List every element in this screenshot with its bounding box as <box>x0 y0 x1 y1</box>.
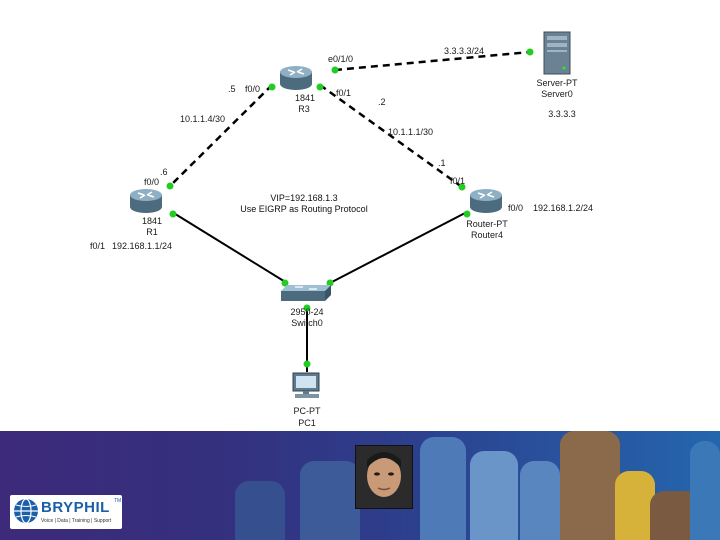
brand-tagline: Voice | Data | Training | Support <box>41 518 112 524</box>
caption-server0-ip: 3.3.3.3 <box>548 109 576 119</box>
label-r4-f0-0: f0/0 <box>508 203 524 213</box>
link-r1-switch0 <box>171 211 288 284</box>
port-dot <box>458 183 466 191</box>
label-r3-e0-1-0: e0/1/0 <box>328 54 354 64</box>
caption-pc1-name: PC1 <box>298 418 316 428</box>
caption-r3-model: 1841 <box>294 93 316 103</box>
label-r4-f0-1: f0/1 <box>450 176 466 186</box>
port-dot <box>268 83 276 91</box>
pc1-icon[interactable] <box>292 372 320 398</box>
port-dot <box>303 360 311 368</box>
router-r1-icon[interactable] <box>130 189 162 213</box>
label-net-r3-server: 3.3.3.3/24 <box>444 46 485 56</box>
caption-server0-name: Server0 <box>541 89 573 99</box>
portrait-icon <box>356 446 412 508</box>
caption-pc1-model: PC-PT <box>293 406 321 416</box>
banner-figure <box>420 437 466 540</box>
link-router4-switch0 <box>329 211 468 284</box>
port-dot <box>303 304 311 312</box>
caption-router4-name: Router4 <box>470 230 504 240</box>
port-dot <box>316 83 324 91</box>
label-r3-f0-0: f0/0 <box>245 84 261 94</box>
link-r3-router4 <box>319 83 463 189</box>
caption-router4-model: Router-PT <box>466 219 508 229</box>
caption-switch0-model: 2950-24 <box>290 307 324 317</box>
banner-figure <box>235 481 285 540</box>
banner-figure <box>690 441 720 540</box>
label-r1-host-6: .6 <box>160 167 168 177</box>
note-vip: VIP=192.168.1.3 <box>270 193 338 203</box>
label-r4-host-1: .1 <box>438 158 446 168</box>
globe-icon <box>14 498 38 524</box>
port-dot <box>169 210 177 218</box>
label-r3-host-2: .2 <box>378 97 386 107</box>
label-r3-f0-1: f0/1 <box>336 88 352 98</box>
label-net-r1-lan: 192.168.1.1/24 <box>112 241 173 251</box>
banner-figure <box>560 431 620 540</box>
caption-switch0-name: Switch0 <box>291 318 323 328</box>
banner-figure <box>470 451 518 540</box>
caption-r1-model: 1841 <box>141 216 163 226</box>
switch0-icon[interactable] <box>281 285 331 301</box>
label-r1-f0-0: f0/0 <box>144 177 160 187</box>
label-net-r3-r1: 10.1.1.4/30 <box>180 114 226 124</box>
label-r1-f0-1: f0/1 <box>90 241 106 251</box>
label-r3-host-5: .5 <box>228 84 236 94</box>
port-dot <box>526 48 534 56</box>
portrait-photo <box>355 445 413 509</box>
label-net-r3-r4: 10.1.1.1/30 <box>388 127 434 137</box>
port-dot <box>281 279 289 287</box>
banner-figure <box>520 461 560 540</box>
brand-name: BRYPHIL <box>41 499 110 516</box>
banner-figure <box>300 461 360 540</box>
caption-server0-model: Server-PT <box>536 78 578 88</box>
router-r3-icon[interactable] <box>280 66 312 90</box>
caption-r3-name: R3 <box>298 104 310 114</box>
brand-trademark: TM <box>114 498 122 504</box>
server0-icon[interactable] <box>543 31 571 75</box>
brand-logo: BRYPHIL TM Voice | Data | Training | Sup… <box>10 495 122 529</box>
port-dot <box>463 210 471 218</box>
router4-icon[interactable] <box>470 189 502 213</box>
note-protocol: Use EIGRP as Routing Protocol <box>240 204 368 214</box>
port-dot <box>166 182 174 190</box>
caption-r1-name: R1 <box>146 227 158 237</box>
banner-figure <box>615 471 655 540</box>
port-dots <box>166 48 534 368</box>
label-net-r4-lan: 192.168.1.2/24 <box>533 203 594 213</box>
canvas-background <box>0 0 720 431</box>
port-dot <box>326 279 334 287</box>
network-topology <box>0 0 720 431</box>
port-dot <box>331 66 339 74</box>
link-r3-server0 <box>334 50 531 72</box>
